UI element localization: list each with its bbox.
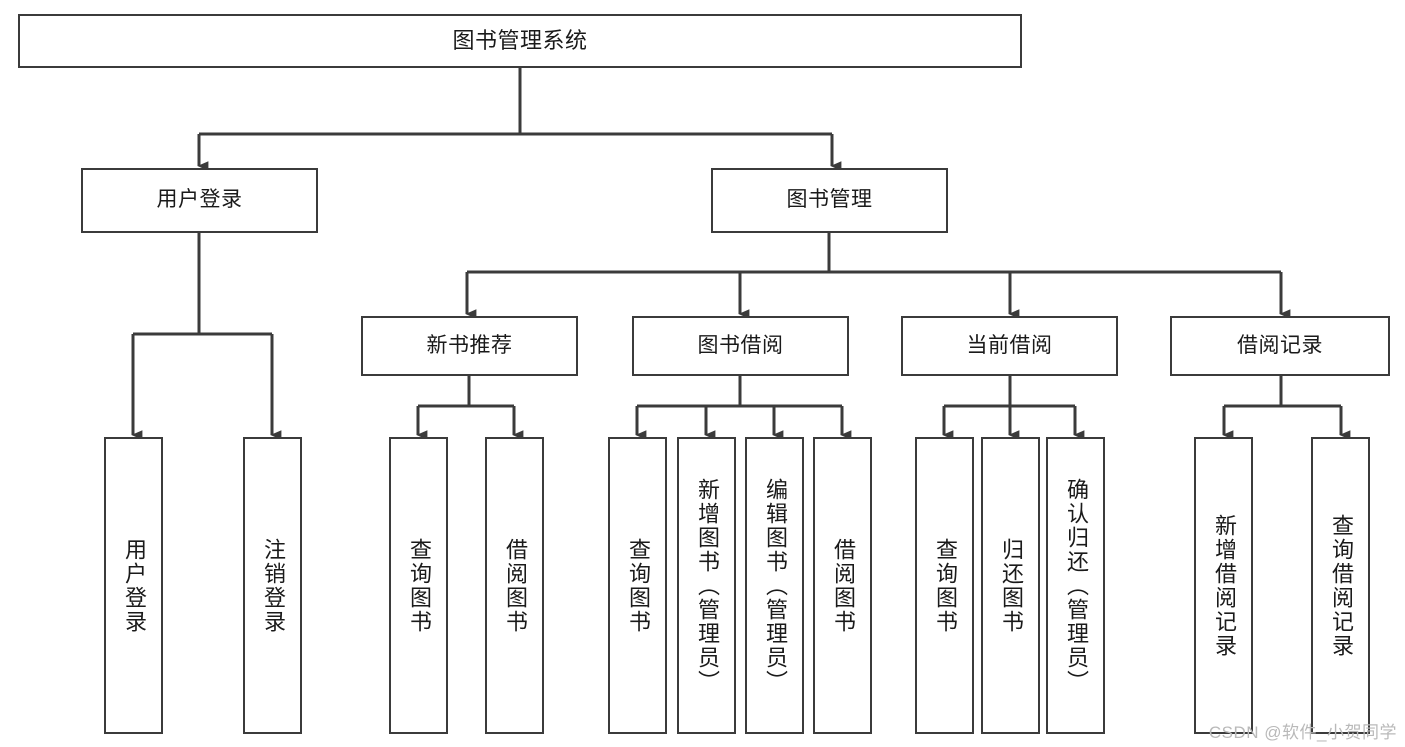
leaf-query-book-recommend[interactable]: 查询图书 — [389, 437, 448, 734]
node-label: 用户登录 — [121, 537, 147, 634]
node-current-borrow[interactable]: 当前借阅 — [901, 316, 1118, 376]
watermark-text: CSDN @软件_小贺同学 — [1208, 723, 1397, 742]
node-label: 查询图书 — [932, 537, 958, 634]
node-new-book-recommend[interactable]: 新书推荐 — [361, 316, 578, 376]
node-label: 查询图书 — [625, 537, 651, 634]
leaf-borrow-book-recommend[interactable]: 借阅图书 — [485, 437, 544, 734]
leaf-confirm-return[interactable]: 确认归还（管理员） — [1046, 437, 1105, 734]
leaf-borrow-book[interactable]: 借阅图书 — [813, 437, 872, 734]
node-book-borrow[interactable]: 图书借阅 — [632, 316, 849, 376]
node-label: 借阅图书 — [830, 537, 856, 634]
node-label: 查询借阅记录 — [1328, 513, 1354, 658]
leaf-return-book[interactable]: 归还图书 — [981, 437, 1040, 734]
node-label: 归还图书 — [998, 537, 1024, 634]
leaf-logout-login[interactable]: 注销登录 — [243, 437, 302, 734]
node-root-system[interactable]: 图书管理系统 — [18, 14, 1022, 68]
node-label: 查询图书 — [406, 537, 432, 634]
node-label: 借阅记录 — [1237, 333, 1323, 357]
leaf-add-borrow-record[interactable]: 新增借阅记录 — [1194, 437, 1253, 734]
node-label: 新增借阅记录 — [1211, 513, 1237, 658]
leaf-query-book-current[interactable]: 查询图书 — [915, 437, 974, 734]
node-user-login[interactable]: 用户登录 — [81, 168, 318, 233]
node-book-manage[interactable]: 图书管理 — [711, 168, 948, 233]
node-label: 新书推荐 — [426, 333, 513, 357]
node-label: 确认归还（管理员） — [1063, 477, 1089, 694]
node-label: 借阅图书 — [502, 537, 528, 634]
leaf-user-login[interactable]: 用户登录 — [104, 437, 163, 734]
node-label: 当前借阅 — [966, 333, 1053, 357]
node-borrow-record[interactable]: 借阅记录 — [1170, 316, 1390, 376]
node-label: 图书管理系统 — [452, 28, 588, 54]
node-label: 图书管理 — [786, 188, 873, 212]
node-label: 编辑图书（管理员） — [762, 477, 788, 694]
leaf-add-book[interactable]: 新增图书（管理员） — [677, 437, 736, 734]
leaf-query-book-borrow[interactable]: 查询图书 — [608, 437, 667, 734]
node-label: 新增图书（管理员） — [694, 477, 720, 694]
leaf-query-borrow-record[interactable]: 查询借阅记录 — [1311, 437, 1370, 734]
node-label: 图书借阅 — [697, 333, 784, 357]
node-label: 用户登录 — [156, 188, 243, 212]
node-label: 注销登录 — [260, 537, 286, 634]
leaf-edit-book[interactable]: 编辑图书（管理员） — [745, 437, 804, 734]
